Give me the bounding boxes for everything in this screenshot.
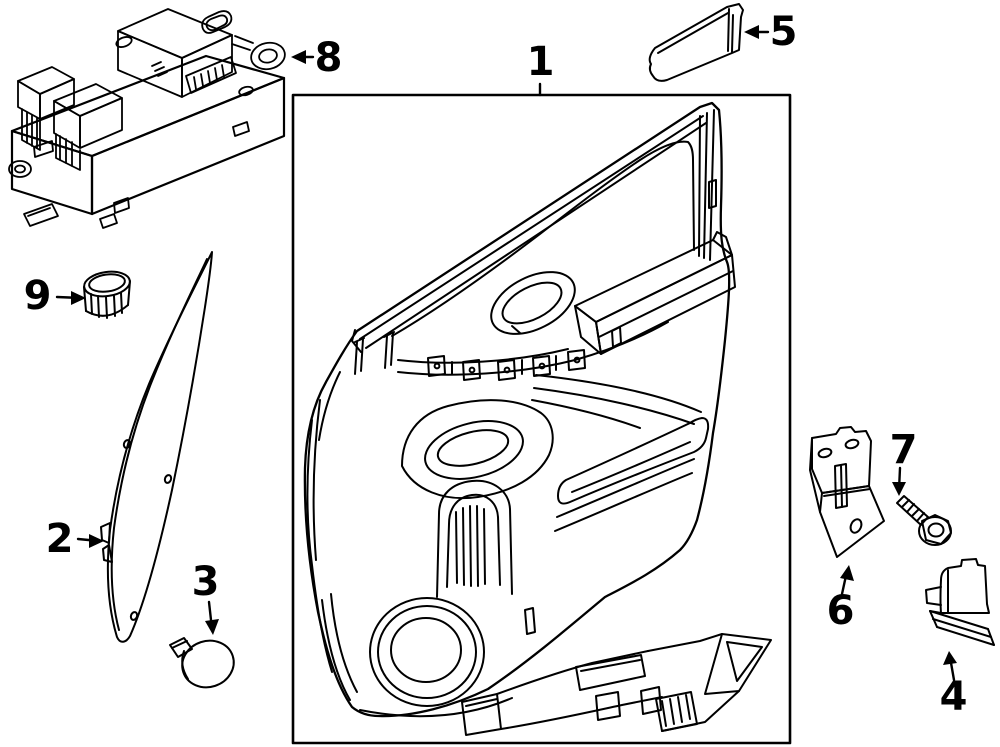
upper-trim-cap — [648, 3, 744, 82]
armrest-switch-bezel — [574, 231, 736, 355]
arrow-to-part-2 — [76, 534, 104, 548]
door-pull-bezel — [401, 399, 554, 499]
arrow-to-part-7 — [892, 466, 906, 496]
mounting-grommet — [250, 41, 286, 71]
arrow-to-part-8 — [291, 50, 315, 64]
arrow-to-part-4 — [943, 651, 957, 682]
arrow-to-part-9 — [55, 291, 86, 305]
speaker-grille — [369, 597, 485, 707]
callout-5: 5 — [769, 9, 798, 55]
bolt — [896, 495, 952, 546]
callout-9: 9 — [23, 273, 52, 319]
arrow-to-part-6 — [840, 565, 854, 596]
callout-8: 8 — [314, 35, 343, 81]
lock-knob — [83, 270, 131, 319]
handle-cutout — [490, 271, 576, 335]
retainer-clip — [169, 637, 235, 689]
end-bracket — [925, 558, 995, 646]
callout-7: 7 — [889, 427, 918, 473]
mounting-bracket — [809, 426, 885, 558]
map-pocket-opening — [554, 417, 710, 532]
switch-knob-left — [17, 66, 75, 151]
arrow-to-part-3 — [205, 600, 219, 635]
window-switch-assembly — [8, 8, 286, 229]
callout-arrows — [55, 25, 957, 682]
door-trim-panel — [303, 101, 736, 718]
arrow-to-part-5 — [744, 25, 770, 39]
inner-pull-bracket — [461, 607, 772, 736]
callout-3: 3 — [191, 559, 220, 605]
callout-4: 4 — [939, 674, 968, 720]
ribbed-grip — [436, 479, 513, 598]
switch-housing — [115, 8, 254, 98]
callout-6: 6 — [826, 588, 855, 634]
switch-knob-right — [53, 83, 123, 171]
callout-2: 2 — [45, 516, 74, 562]
callout-1: 1 — [526, 39, 555, 85]
water-shield — [100, 251, 213, 643]
panel-boundary-box — [291, 93, 792, 745]
